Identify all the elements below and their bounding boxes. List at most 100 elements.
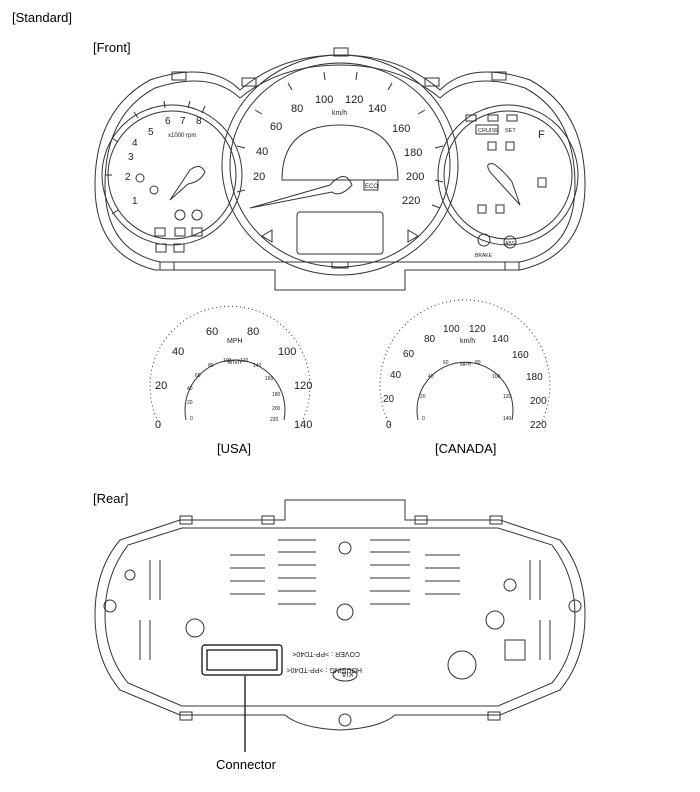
connector bbox=[201, 644, 283, 752]
tach-unit: x1000 rpm bbox=[168, 133, 196, 139]
lamp-icon bbox=[135, 173, 145, 183]
speedo-tick-160: 160 bbox=[392, 123, 410, 135]
eco-indicator: ECO bbox=[365, 184, 378, 190]
usa-outer-tick: 80 bbox=[247, 326, 259, 338]
usa-inner-tick: 80 bbox=[208, 363, 214, 369]
lamp-icon bbox=[477, 204, 487, 214]
front-cluster bbox=[94, 47, 586, 291]
speedo-tick-80: 80 bbox=[291, 103, 303, 115]
connector-label: Connector bbox=[216, 757, 276, 772]
fuel-icon bbox=[537, 177, 547, 188]
canada-inner-tick: 20 bbox=[420, 394, 426, 400]
usa-inner-tick: 120 bbox=[240, 358, 249, 364]
rear-cover-text: COVER : >PP-TD40< bbox=[292, 650, 360, 657]
warning-lamps bbox=[135, 114, 518, 253]
speedo-tick-140: 140 bbox=[368, 103, 386, 115]
rear-label: [Rear] bbox=[93, 491, 129, 506]
usa-inner-tick: 160 bbox=[265, 376, 274, 382]
lamp-icon bbox=[475, 124, 499, 135]
canada-inner-unit: MPH bbox=[460, 362, 472, 368]
usa-outer-tick: 100 bbox=[278, 346, 296, 358]
canada-outer-tick: 220 bbox=[530, 420, 547, 431]
tach-tick-7: 7 bbox=[180, 116, 186, 127]
canada-outer-tick: 200 bbox=[530, 396, 547, 407]
lamp-icon bbox=[154, 227, 166, 237]
brake-indicator: BRAKE bbox=[475, 253, 493, 259]
front-label: [Front] bbox=[93, 40, 131, 55]
usa-inner-tick: 60 bbox=[195, 373, 201, 379]
canada-inner-tick: 40 bbox=[428, 374, 434, 380]
lamp-icon bbox=[174, 227, 186, 237]
canada-outer-tick: 120 bbox=[469, 324, 486, 335]
lamp-icon bbox=[191, 209, 203, 221]
canada-outer-tick: 140 bbox=[492, 334, 509, 345]
usa-inner-tick: 0 bbox=[190, 416, 193, 422]
canada-outer-tick: 100 bbox=[443, 324, 460, 335]
usa-outer-tick: 20 bbox=[155, 380, 167, 392]
lamp-icon bbox=[487, 141, 497, 151]
set-indicator: SET bbox=[505, 128, 516, 134]
standard-label: [Standard] bbox=[12, 10, 72, 25]
canada-outer-tick: 40 bbox=[390, 370, 402, 381]
canada-inner-tick: 140 bbox=[503, 416, 512, 422]
usa-inner-tick: 180 bbox=[272, 392, 281, 398]
usa-inner-tick: 40 bbox=[187, 386, 193, 392]
canada-inner-tick: 60 bbox=[443, 360, 449, 366]
lamp-icon bbox=[495, 204, 505, 214]
canada-outer-tick: 160 bbox=[512, 350, 529, 361]
canada-inner-tick: 0 bbox=[422, 416, 425, 422]
canada-outer-tick: 80 bbox=[424, 334, 436, 345]
speedometer-ticks bbox=[236, 71, 444, 209]
canada-outer-tick: 180 bbox=[526, 372, 543, 383]
usa-inner-tick: 200 bbox=[272, 406, 281, 412]
usa-outer-tick: 40 bbox=[172, 346, 184, 358]
tach-tick-2: 2 bbox=[125, 172, 131, 183]
usa-inner-tick: 220 bbox=[270, 417, 279, 423]
canada-outer-tick: 20 bbox=[383, 394, 395, 405]
speedo-tick-180: 180 bbox=[404, 147, 422, 159]
usa-inner-tick: 20 bbox=[187, 400, 193, 406]
usa-outer-tick: 0 bbox=[155, 419, 161, 431]
speedo-tick-200: 200 bbox=[406, 171, 424, 183]
usa-inner-tick: 100 bbox=[223, 358, 232, 364]
abs-indicator: ABS bbox=[505, 241, 516, 247]
tach-tick-3: 3 bbox=[128, 152, 134, 163]
canada-outer-tick: 0 bbox=[386, 420, 392, 431]
usa-outer-tick: 60 bbox=[206, 326, 218, 338]
speedo-tick-60: 60 bbox=[270, 121, 282, 133]
usa-outer-tick: 140 bbox=[294, 419, 312, 431]
usa-label: [USA] bbox=[217, 441, 251, 456]
lamp-icon bbox=[174, 209, 186, 221]
usa-outer-tick: 120 bbox=[294, 380, 312, 392]
usa-outer-unit: MPH bbox=[227, 338, 243, 345]
canada-inner-tick: 80 bbox=[475, 360, 481, 366]
speedo-tick-220: 220 bbox=[402, 195, 420, 207]
lamp-icon bbox=[155, 243, 167, 253]
speedo-tick-100: 100 bbox=[315, 94, 333, 106]
rear-cluster bbox=[94, 499, 586, 731]
canada-inner-tick: 120 bbox=[503, 394, 512, 400]
speedo-tick-20: 20 bbox=[253, 171, 265, 183]
lamp-icon bbox=[191, 227, 203, 237]
usa-gauge bbox=[149, 305, 311, 426]
canada-outer-tick: 60 bbox=[403, 349, 415, 360]
lamp-icon bbox=[505, 141, 515, 151]
tach-tick-5: 5 bbox=[148, 127, 154, 138]
usa-inner-tick: 140 bbox=[253, 363, 262, 369]
lamp-icon bbox=[503, 235, 517, 249]
fuel-full-label: F bbox=[538, 129, 545, 141]
speedo-unit: km/h bbox=[332, 110, 347, 117]
tach-tick-8: 8 bbox=[196, 116, 202, 127]
usa-inner-unit: km/h bbox=[228, 360, 241, 366]
lamp-icon bbox=[506, 114, 518, 122]
speedo-tick-120: 120 bbox=[345, 94, 363, 106]
canada-outer-unit: km/h bbox=[460, 338, 475, 345]
lamp-icon bbox=[487, 114, 499, 122]
tach-tick-1: 1 bbox=[132, 196, 138, 207]
tach-tick-4: 4 bbox=[132, 138, 138, 149]
tachometer-ticks bbox=[105, 100, 206, 215]
cruise-indicator: CRUISE bbox=[478, 128, 499, 134]
speedo-tick-40: 40 bbox=[256, 146, 268, 158]
lamp-icon bbox=[173, 243, 185, 253]
